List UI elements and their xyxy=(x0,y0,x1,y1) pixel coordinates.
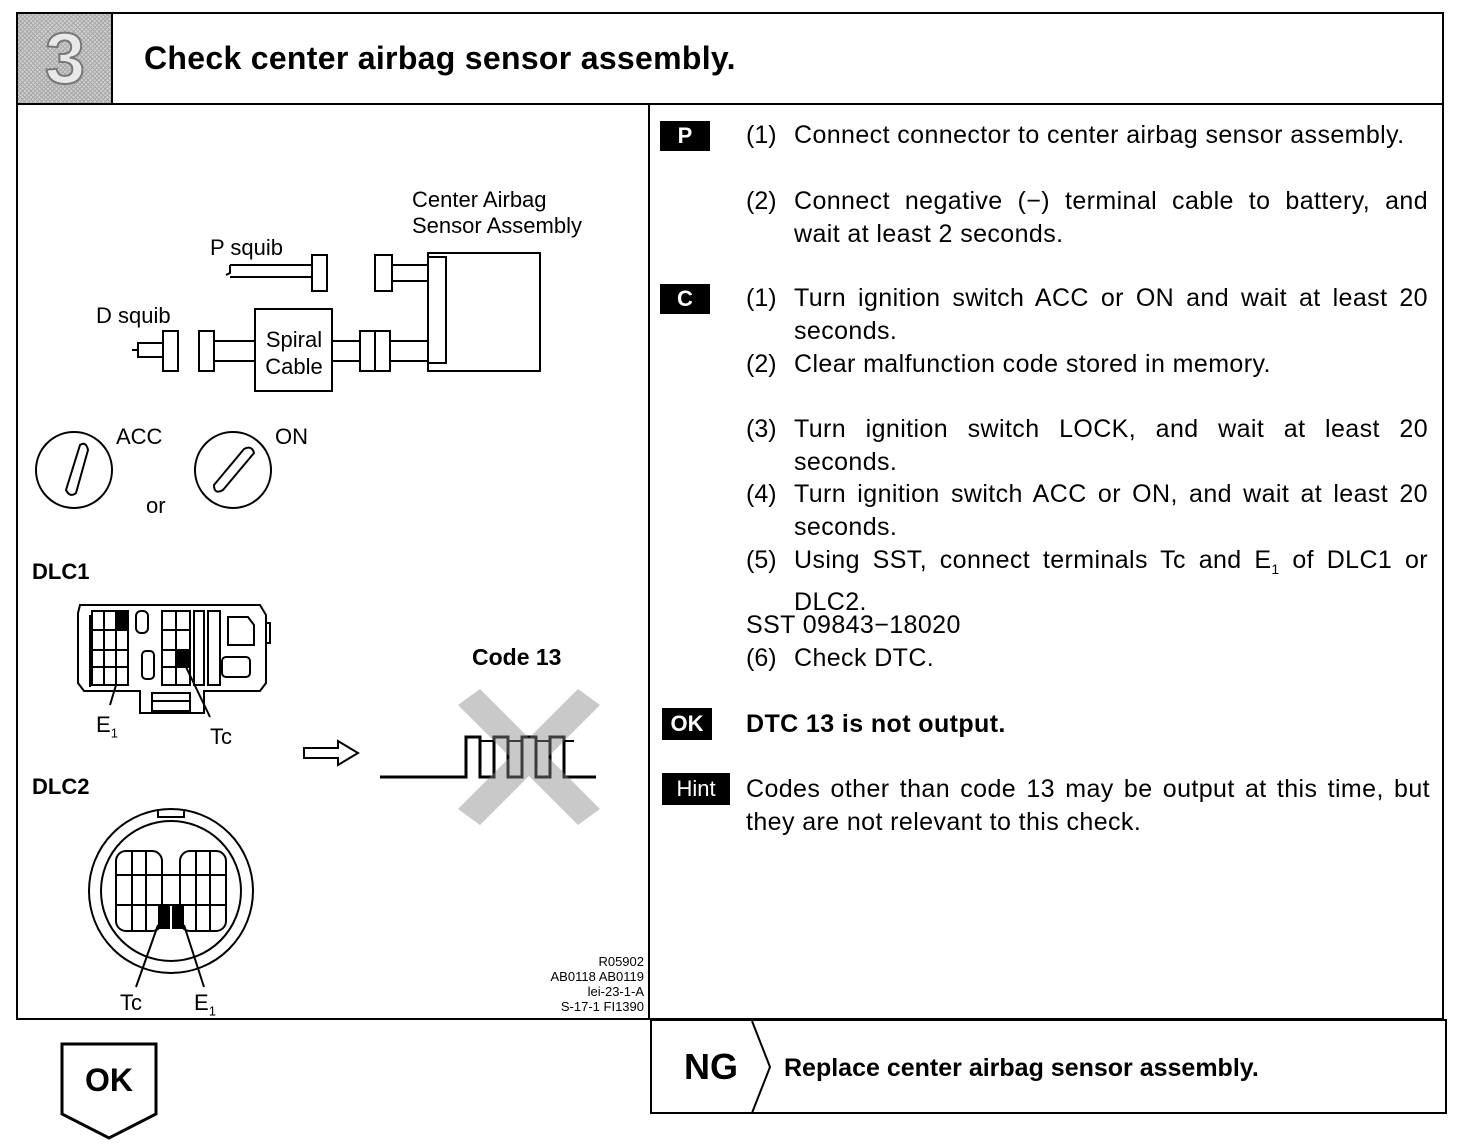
step-number-label: (4) xyxy=(746,480,777,508)
step-number-label: (6) xyxy=(746,644,777,672)
step-number: 3 xyxy=(44,18,86,100)
p-tag: P xyxy=(660,121,710,151)
ref-line: lei-23-1-A xyxy=(587,984,644,999)
ref-line: AB0118 AB0119 xyxy=(550,969,645,984)
c-tag: C xyxy=(660,284,710,314)
step-number-box xyxy=(18,14,112,104)
column-divider xyxy=(648,104,650,1020)
acc-label: ACC xyxy=(116,424,163,449)
c-step-3: Turn ignition switch LOCK, and wait at l… xyxy=(794,415,1428,476)
p-squib-label: P squib xyxy=(210,235,283,260)
dlc2-label: DLC2 xyxy=(32,774,90,799)
ng-chevron xyxy=(751,1021,772,1113)
c-step-1: Turn ignition switch ACC or ON and wait … xyxy=(794,284,1428,345)
spiral-cable-line1: Spiral xyxy=(265,327,323,352)
d-squib-label: D squib xyxy=(96,303,171,328)
dlc2-tc-label: Tc xyxy=(120,990,142,1015)
not-output-cross xyxy=(458,689,600,825)
connection-diagram xyxy=(35,252,600,988)
hint-text: Codes other than code 13 may be output a… xyxy=(746,775,1430,836)
step-number-label: (2) xyxy=(746,350,777,378)
sensor-connector xyxy=(427,256,447,364)
ok-label: OK xyxy=(85,1062,133,1098)
ng-action: Replace center airbag sensor assembly. xyxy=(784,1054,1259,1082)
dlc1-label: DLC1 xyxy=(32,559,90,584)
ok-result: DTC 13 is not output. xyxy=(746,710,1006,738)
p-step-2: Connect negative (−) terminal cable to b… xyxy=(794,187,1428,248)
on-label: ON xyxy=(275,424,308,449)
ng-box xyxy=(650,1019,1447,1114)
dlc1-tc-label: Tc xyxy=(210,724,232,749)
ok-arrow xyxy=(60,1042,158,1140)
c-step-4: Turn ignition switch ACC or ON, and wait… xyxy=(794,480,1428,541)
spiral-cable-line2: Cable xyxy=(265,354,323,379)
step-number-label: (5) xyxy=(746,546,777,574)
center-airbag-sensor-box xyxy=(427,252,541,372)
dlc1-e1-label: E1 xyxy=(96,712,118,741)
c-step-6: Check DTC. xyxy=(794,644,935,672)
figure-reference: R05902 AB0118 AB0119 lei-23-1-A S-17-1 F… xyxy=(480,954,645,1014)
sst-number: SST 09843−18020 xyxy=(746,611,961,639)
or-label: or xyxy=(146,493,166,518)
c-step-2: Clear malfunction code stored in memory. xyxy=(794,350,1271,378)
center-airbag-label-line1: Center Airbag xyxy=(412,187,547,212)
header-rule xyxy=(18,103,1442,105)
step-title: Check center airbag sensor assembly. xyxy=(144,40,736,76)
hint-tag: Hint xyxy=(662,773,730,805)
spiral-cable-label: Spiral Cable xyxy=(256,326,332,380)
p-step-1: Connect connector to center airbag senso… xyxy=(794,121,1405,149)
center-airbag-label-line2: Sensor Assembly xyxy=(412,213,582,238)
dlc2-e1-label: E1 xyxy=(194,990,216,1019)
ref-line: S-17-1 FI1390 xyxy=(560,999,644,1014)
step-number-label: (1) xyxy=(746,121,777,149)
header-divider xyxy=(111,14,113,104)
ref-line: R05902 xyxy=(598,954,644,969)
ng-label: NG xyxy=(684,1046,738,1087)
code-13-label: Code 13 xyxy=(472,644,562,670)
c-step-5: Using SST, connect terminals Tc and E1 o… xyxy=(794,546,1428,616)
ok-tag: OK xyxy=(662,708,712,740)
center-airbag-label: Center Airbag Sensor Assembly xyxy=(412,187,582,239)
step-number-label: (2) xyxy=(746,187,777,215)
step-number-label: (3) xyxy=(746,415,777,443)
step-number-label: (1) xyxy=(746,284,777,312)
